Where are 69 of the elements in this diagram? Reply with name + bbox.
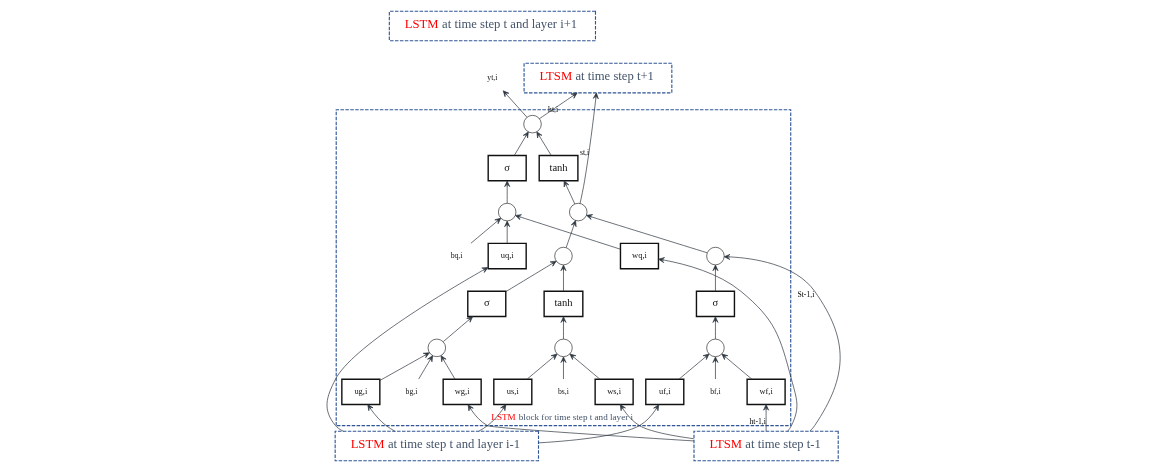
arrow: [514, 131, 529, 156]
arrow: [569, 353, 601, 380]
node-box: LSTM at time step t and layer i+1: [388, 10, 597, 42]
arrow: [478, 404, 507, 432]
arrow: [563, 180, 576, 205]
arrow: [763, 404, 769, 432]
node-box: tanh: [543, 290, 584, 318]
arrow: [712, 316, 719, 340]
arrow: [379, 352, 430, 381]
arrow: [504, 220, 511, 244]
arrow: [504, 180, 511, 204]
arrow: [723, 254, 841, 432]
node-box: LSTM at time step t and layer i-1: [334, 430, 540, 462]
arrow: [721, 353, 753, 380]
arrow: [565, 220, 577, 248]
node-box: wf,i: [746, 378, 786, 406]
node-circle: [706, 338, 725, 357]
node-box: uq,i: [487, 242, 527, 270]
edge-label: St-1,i: [797, 290, 815, 300]
arrow: [712, 264, 719, 292]
node-box: LTSM at time step t+1: [523, 62, 673, 94]
node-text: bq,i: [450, 251, 463, 261]
node-box: wg,i: [442, 378, 482, 406]
node-text: yt,i: [487, 73, 498, 83]
arrow: [440, 355, 456, 380]
node-circle: [523, 115, 542, 134]
node-text: bs,i: [558, 386, 569, 396]
arrow: [443, 316, 474, 342]
node-circle: [706, 246, 725, 266]
arrow: [515, 214, 621, 250]
arrow: [367, 404, 396, 432]
arrow: [526, 353, 558, 380]
node-circle: [569, 202, 588, 222]
node-box: ws,i: [594, 378, 634, 406]
arrow: [560, 316, 567, 340]
node-box: ug,i: [341, 378, 381, 406]
arrow: [536, 131, 552, 156]
arrow: [560, 264, 567, 292]
arrow: [467, 404, 695, 442]
arrow: [619, 404, 694, 440]
arrow: [505, 260, 557, 292]
node-box: σ: [467, 290, 507, 318]
node-text: bf,i: [710, 386, 721, 396]
arrow: [579, 92, 599, 204]
node-box: σ: [487, 154, 527, 182]
node-box: tanh: [538, 154, 579, 182]
node-circle: [554, 246, 573, 266]
node-circle: [427, 338, 446, 357]
arrow: [502, 90, 528, 118]
node-box: σ: [695, 290, 736, 318]
arrow: [470, 217, 502, 244]
arrow: [539, 92, 578, 119]
node-circle: [554, 338, 573, 357]
node-box: uf,i: [645, 378, 685, 406]
node-text: bg,i: [405, 386, 418, 396]
node-box: us,i: [493, 378, 533, 406]
node-box: wq,i: [619, 242, 660, 270]
node-circle: [498, 202, 517, 222]
node-box: LTSM at time step t-1: [693, 430, 839, 462]
arrow: [658, 257, 798, 432]
arrow: [678, 353, 710, 380]
edge-label: st,i: [579, 147, 590, 157]
arrow: [538, 404, 660, 444]
arrow: [326, 267, 489, 432]
arrow: [712, 356, 719, 380]
arrow: [418, 355, 433, 380]
edge-label: ht-1,i: [749, 417, 766, 427]
arrow: [560, 356, 567, 380]
arrow: [586, 214, 708, 254]
